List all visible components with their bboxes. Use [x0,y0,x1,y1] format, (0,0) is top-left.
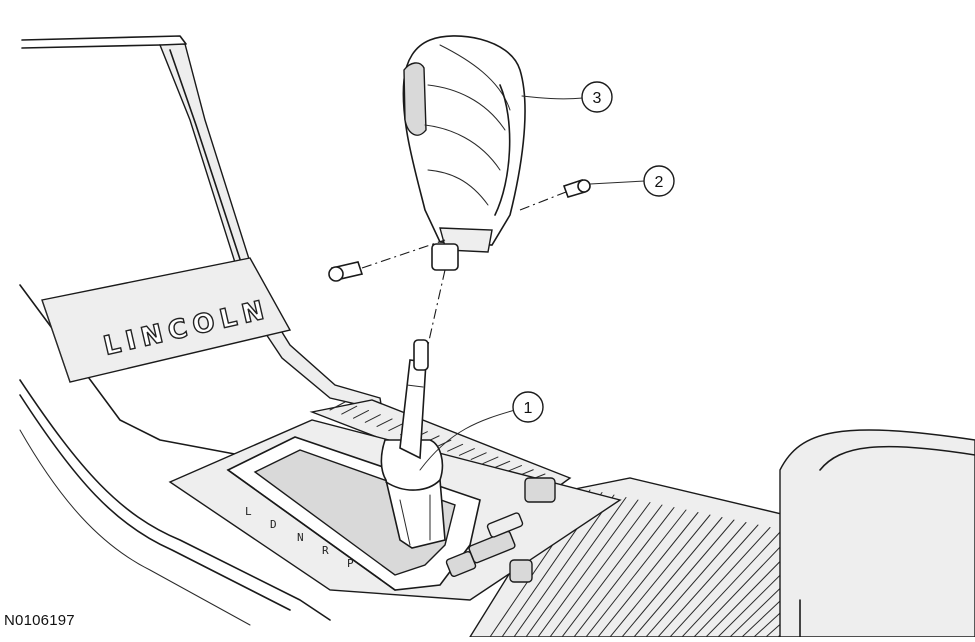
callout-3-circle [581,81,613,113]
rib-line [633,519,735,638]
rib-line [494,460,511,469]
gear-indicator: L D N R P [245,505,354,570]
rib-line [470,452,487,460]
rib-line [537,499,639,638]
armrest [779,429,975,638]
assembly-lines [361,191,567,346]
knob-screw-right [562,178,591,198]
rib-line [681,529,783,638]
rib-line [353,409,370,419]
rib-line [329,401,346,411]
rib-line [376,418,393,427]
rib-line [597,512,699,638]
gear-letter-n: N [297,531,304,544]
gear-letter-p: P [347,557,354,570]
gear-letter-l: L [245,505,252,518]
rib-line [513,494,615,638]
rib-line [525,497,627,638]
console-side-trim [19,35,383,626]
rib-line [585,509,687,638]
rib-line [388,422,405,432]
callout-2-circle [643,165,675,197]
rib-line [609,514,711,638]
shift-lever-boot [380,439,446,549]
rib-line [549,502,651,638]
callout-1: 1 [419,391,544,471]
rib-line [458,448,475,456]
rib-line [482,456,499,465]
brand-panel: LINCOLN [41,257,292,383]
callout-3-number: 3 [593,90,602,107]
rib-line [435,439,452,448]
callout-2-number: 2 [655,174,664,191]
rib-line [657,524,759,638]
shift-knob [402,35,526,271]
rib-line [341,405,358,415]
rib-line [669,527,771,638]
rib-line [621,517,723,638]
console-switches [445,477,556,583]
gear-letter-r: R [322,544,329,557]
rib-line [645,522,747,638]
rib-line [573,507,675,638]
rib-line [447,443,464,452]
rib-line [693,532,795,638]
callout-2: 2 [589,165,675,197]
shift-lever-shaft [399,339,429,460]
rib-line [561,504,663,638]
callout-3: 3 [521,81,613,113]
figure-id-label: N0106197 [4,612,75,629]
callout-1-number: 1 [524,400,533,417]
gear-letter-d: D [270,518,277,531]
callout-1-circle [512,391,544,423]
knob-screw-left [328,261,364,282]
rib-line [364,414,381,423]
